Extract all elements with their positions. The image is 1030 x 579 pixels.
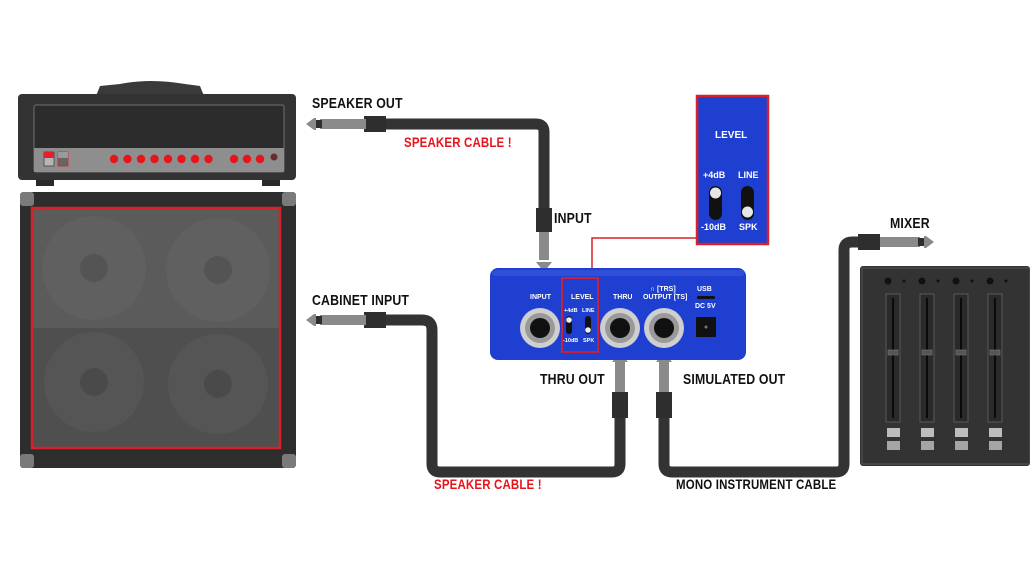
usb-port bbox=[697, 296, 715, 299]
device-minus10db-label: -10dB bbox=[563, 338, 579, 344]
amp-knob bbox=[204, 154, 213, 164]
amp-knob bbox=[136, 154, 146, 164]
load-box-device bbox=[490, 268, 746, 360]
callout-minus10db-label: -10dB bbox=[701, 222, 727, 232]
callout-spk-label: SPK bbox=[739, 222, 758, 232]
mixer-led bbox=[936, 279, 940, 283]
mixer-button bbox=[921, 428, 934, 437]
level-callout bbox=[591, 94, 770, 284]
amp-knob bbox=[255, 154, 265, 164]
amp-head bbox=[18, 81, 296, 186]
mono-instrument-cable bbox=[656, 234, 934, 478]
mixer-label: MIXER bbox=[890, 215, 930, 232]
thru-out-label: THRU OUT bbox=[540, 371, 605, 388]
device-level-label: LEVEL bbox=[571, 294, 594, 301]
amp-knob bbox=[150, 154, 159, 164]
mixer-led bbox=[1004, 279, 1008, 283]
device-output-label: OUTPUT [TS] bbox=[643, 294, 688, 301]
speaker-out-label: SPEAKER OUT bbox=[312, 95, 403, 112]
mixer-knob bbox=[918, 277, 926, 285]
mixer-fader-slot bbox=[994, 298, 996, 418]
mono-instrument-cable-label: MONO INSTRUMENT CABLE bbox=[676, 476, 837, 492]
level-highlight-box bbox=[561, 277, 599, 353]
mixer-knob bbox=[884, 277, 892, 285]
device-line-label: LINE bbox=[582, 308, 595, 314]
device-usb-label: USB bbox=[697, 286, 712, 293]
amp-knob bbox=[163, 154, 173, 164]
mixer-fader-slot bbox=[960, 298, 962, 418]
callout-level-title: LEVEL bbox=[715, 130, 748, 141]
amp-knob bbox=[177, 154, 186, 164]
device-spk-label: SPK bbox=[583, 338, 595, 344]
mixer-fader-cap bbox=[955, 349, 967, 356]
simulated-out-label: SIMULATED OUT bbox=[683, 371, 786, 388]
mixer-button bbox=[887, 441, 900, 450]
mixer-fader-slot bbox=[892, 298, 894, 418]
mixer-button bbox=[887, 428, 900, 437]
mixer-led bbox=[902, 279, 906, 283]
mixer-knob bbox=[952, 277, 960, 285]
mixer-button bbox=[989, 428, 1002, 437]
amp-knob bbox=[123, 154, 132, 164]
device-plus4db-label: +4dB bbox=[564, 308, 578, 314]
mixer-knob bbox=[986, 277, 994, 285]
mixer-channels bbox=[884, 277, 1008, 450]
mixer-led bbox=[970, 279, 974, 283]
mixer-fader-slot bbox=[926, 298, 928, 418]
amp-knob bbox=[109, 154, 119, 164]
callout-plus4db-label: +4dB bbox=[703, 170, 726, 180]
speaker-cable-top bbox=[306, 116, 552, 272]
mixer-button bbox=[921, 441, 934, 450]
mixer-button bbox=[955, 428, 968, 437]
speaker-cable-top-label: SPEAKER CABLE ! bbox=[404, 134, 512, 150]
cabinet-input-label: CABINET INPUT bbox=[312, 292, 410, 309]
mixer bbox=[860, 266, 1030, 466]
callout-line-label: LINE bbox=[738, 170, 759, 180]
mixer-button bbox=[955, 441, 968, 450]
amp-indicator-led bbox=[270, 153, 278, 161]
device-input-label: INPUT bbox=[530, 294, 551, 301]
device-dc-label: DC 5V bbox=[695, 303, 716, 310]
mixer-fader-cap bbox=[887, 349, 899, 356]
input-label: INPUT bbox=[554, 210, 592, 227]
amp-handle bbox=[96, 81, 204, 96]
device-thru-label: THRU bbox=[613, 294, 633, 301]
mixer-button bbox=[989, 441, 1002, 450]
amp-knob bbox=[229, 154, 239, 164]
speaker-cable-bottom-label: SPEAKER CABLE ! bbox=[434, 476, 542, 492]
amp-control-panel bbox=[34, 148, 284, 172]
amp-knob bbox=[242, 154, 252, 164]
amp-knob bbox=[190, 154, 200, 164]
callout-panel bbox=[695, 94, 770, 246]
speaker-cable-bottom bbox=[306, 312, 628, 478]
mixer-fader-cap bbox=[921, 349, 933, 356]
amp-knobs bbox=[109, 154, 265, 164]
speaker-cabinet bbox=[20, 192, 296, 468]
cabinet-highlight bbox=[30, 206, 282, 450]
mixer-fader-cap bbox=[989, 349, 1001, 356]
device-headphone-label: ∩ [TRS] bbox=[650, 286, 676, 293]
